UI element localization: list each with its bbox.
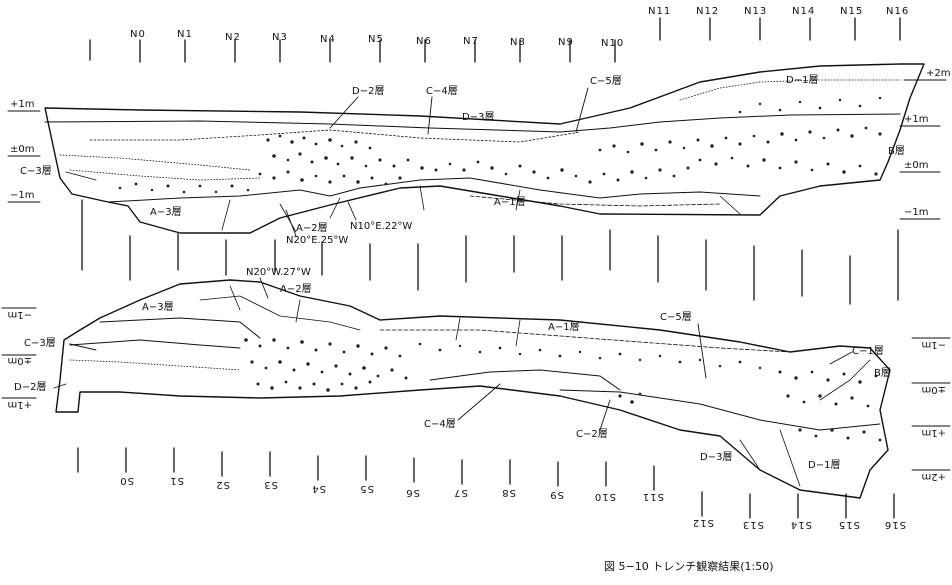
layer-label-c5: C−5層 (590, 75, 622, 87)
station-label-n14: N14 (792, 6, 815, 17)
station-label-n5: N5 (368, 34, 384, 45)
station-label-n0: N0 (130, 29, 146, 40)
station-label-n16: N16 (886, 6, 909, 17)
layer-label-c1: C−1層 (852, 345, 884, 357)
elevation-label: ±0m (904, 160, 928, 171)
station-label-n3: N3 (272, 32, 288, 43)
station-label-s3: S3 (263, 479, 278, 490)
south-station-labels: S0 S1 S2 S3 S4 S5 S6 S7 S8 S9 S10 S11 S1… (119, 475, 906, 530)
layer-label-d1: D−1層 (786, 74, 818, 86)
layer-label-d3: D−3層 (462, 111, 494, 123)
elevation-label: +1m (8, 399, 32, 410)
station-label-s16: S16 (884, 519, 906, 530)
south-elevation-right: −1m ±0m +1m +2m (911, 337, 951, 482)
station-label-s10: S10 (594, 491, 616, 502)
figure-caption: 図 5−10 トレンチ観察結果(1:50) (604, 559, 774, 573)
station-label-n12: N12 (696, 6, 719, 17)
layer-label-d1: D−1層 (808, 459, 840, 471)
south-gravel-band (244, 338, 882, 442)
station-label-s13: S13 (742, 519, 764, 530)
station-label-n15: N15 (840, 6, 863, 17)
layer-label-a1: A−1層 (548, 321, 580, 333)
south-layer-labels: N20°W.27°W A−3層 A−2層 A−1層 C−5層 C−3層 C−1層… (14, 267, 891, 471)
north-wall-section: N0 N1 N2 N3 N4 N5 N6 N7 N8 N9 N10 N11 N1… (7, 6, 950, 246)
layer-label-a3: A−3層 (142, 301, 174, 313)
elevation-label: +2m (926, 68, 950, 79)
station-label-s1: S1 (169, 475, 184, 486)
layer-label-a1: A−1層 (494, 196, 526, 208)
elevation-label: ±0m (8, 355, 32, 366)
strike-label: N10°E.22°W (350, 221, 412, 232)
station-label-s6: S6 (405, 487, 420, 498)
elevation-label: ±0m (10, 144, 34, 155)
elevation-label: −1m (922, 339, 946, 350)
elevation-label: +2m (922, 471, 946, 482)
station-label-n9: N9 (558, 37, 574, 48)
elevation-label: +1m (904, 114, 928, 125)
station-label-s4: S4 (311, 483, 326, 494)
layer-label-c3: C−3層 (24, 337, 56, 349)
elevation-label: +1m (922, 427, 946, 438)
layer-label-b: B層 (888, 145, 905, 157)
station-label-s11: S11 (642, 491, 664, 502)
layer-label-a2: A−2層 (280, 283, 312, 295)
south-section-outline (55, 279, 891, 499)
elevation-label: −1m (904, 207, 928, 218)
station-label-n4: N4 (320, 34, 336, 45)
strike-label: N20°W.27°W (246, 267, 311, 278)
south-station-ticks (77, 447, 895, 519)
layer-label-d3: D−3層 (700, 451, 732, 463)
layer-label-c2: C−2層 (576, 428, 608, 440)
south-elevation-left: −1m ±0m +1m (1, 307, 37, 410)
middle-station-ticks (81, 199, 899, 305)
north-gravel-band (118, 96, 882, 194)
north-section-outline (44, 63, 925, 234)
station-label-s14: S14 (790, 519, 812, 530)
strike-label: N20°E.25°W (286, 235, 348, 246)
station-label-n8: N8 (510, 37, 526, 48)
elevation-label: ±0m (922, 384, 946, 395)
station-label-n7: N7 (463, 36, 479, 47)
north-layer-labels: D−2層 C−4層 C−5層 D−1層 D−3層 C−3層 B層 A−3層 A−… (20, 74, 905, 246)
layer-label-a2: A−2層 (296, 222, 328, 234)
elevation-label: −1m (8, 309, 32, 320)
layer-label-b: B層 (874, 367, 891, 379)
layer-label-c4: C−4層 (426, 85, 458, 97)
station-label-n11: N11 (648, 6, 671, 17)
station-label-n6: N6 (416, 36, 432, 47)
station-label-s8: S8 (501, 487, 516, 498)
layer-label-a3: A−3層 (150, 206, 182, 218)
station-label-s0: S0 (119, 475, 134, 486)
station-label-s12: S12 (692, 517, 714, 528)
layer-label-c5: C−5層 (660, 311, 692, 323)
elevation-label: −1m (10, 190, 34, 201)
station-label-n10: N10 (601, 38, 624, 49)
elevation-label: +1m (10, 99, 34, 110)
north-elevation-left: +1m ±0m −1m (7, 99, 41, 203)
north-station-labels: N0 N1 N2 N3 N4 N5 N6 N7 N8 N9 N10 N11 N1… (130, 6, 909, 49)
layer-label-d2: D−2層 (14, 381, 46, 393)
station-label-s9: S9 (549, 489, 564, 500)
station-label-s7: S7 (453, 487, 468, 498)
layer-label-d2: D−2層 (352, 85, 384, 97)
station-label-s15: S15 (838, 519, 860, 530)
station-label-s2: S2 (215, 479, 230, 490)
south-wall-section: −1m ±0m +1m −1m ±0m +1m +2m (1, 267, 951, 530)
north-station-ticks (89, 17, 901, 63)
station-label-n13: N13 (744, 6, 767, 17)
station-label-n2: N2 (225, 32, 241, 43)
layer-label-c3: C−3層 (20, 165, 52, 177)
station-label-n1: N1 (177, 29, 193, 40)
station-label-s5: S5 (359, 483, 374, 494)
layer-label-c4: C−4層 (424, 418, 456, 430)
north-elevation-right: +2m +1m ±0m −1m (899, 68, 950, 220)
